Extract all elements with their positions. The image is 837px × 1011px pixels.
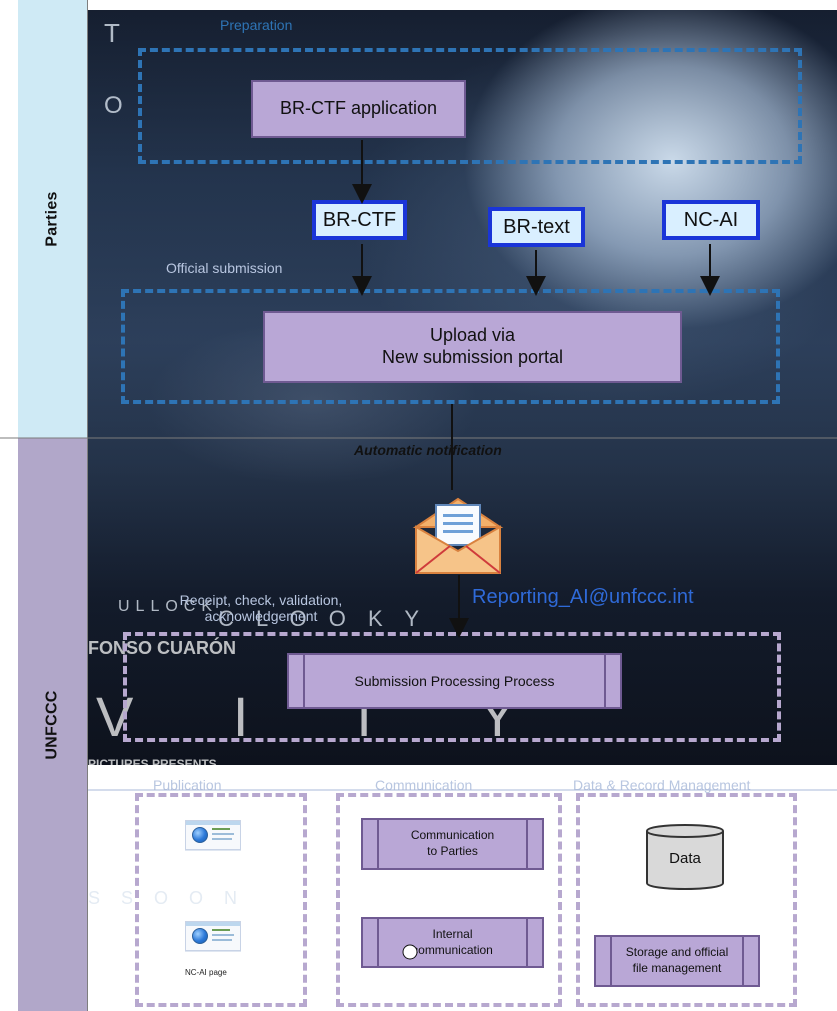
official-submission-region <box>121 289 780 404</box>
storage-box: Storage and official file management <box>594 935 760 987</box>
nc-ai-page-icon-bar <box>186 922 240 926</box>
envelope-icon <box>412 493 504 575</box>
communication-label: Communication <box>375 777 473 793</box>
lane-unfccc: UNFCCC <box>18 438 88 1011</box>
lane-unfccc-label: UNFCCC <box>43 689 61 760</box>
document-lines-icon <box>212 828 236 841</box>
nc-ai-label: NC-AI <box>683 209 739 231</box>
br-ctf-box: BR-CTF <box>312 200 407 240</box>
internal-communication-line-2: communication <box>412 942 493 957</box>
internal-communication-box: Internal communication <box>361 917 544 968</box>
storage-line-1: Storage and official <box>625 945 729 960</box>
data-label: Data <box>669 850 701 867</box>
globe-icon <box>192 827 208 843</box>
lane-parties: Parties <box>18 0 88 438</box>
data-cylinder: Data <box>645 820 725 894</box>
reporting-email-label: Reporting_AI@unfccc.int <box>472 586 694 608</box>
receipt-label: Receipt, check, validation, acknowledgem… <box>179 592 343 625</box>
br-page-label: BR page <box>196 868 228 877</box>
br-ctf-application-label: BR-CTF application <box>279 98 438 119</box>
nc-ai-page-icon <box>185 921 241 951</box>
data-record-region <box>576 793 797 1007</box>
nc-ai-page-label: NC-AI page <box>185 968 227 977</box>
publication-label: Publication <box>153 777 222 793</box>
data-record-label: Data & Record Management <box>573 777 751 793</box>
publication-region <box>135 793 307 1007</box>
internal-communication-line-1: Internal <box>432 926 473 941</box>
br-text-box: BR-text <box>488 207 585 247</box>
submission-processing-box: Submission Processing Process <box>287 653 622 709</box>
communication-to-parties-line-1: Communication <box>410 828 495 843</box>
br-text-label: BR-text <box>503 216 570 238</box>
upload-line-1: Upload via <box>429 325 516 346</box>
preparation-region <box>138 48 802 164</box>
upload-portal-box: Upload via New submission portal <box>263 311 682 383</box>
submission-processing-label: Submission Processing Process <box>354 672 555 689</box>
communication-region <box>336 793 562 1007</box>
data-cylinder-graphic <box>646 824 724 890</box>
br-page-icon <box>185 820 241 850</box>
upload-line-2: New submission portal <box>381 347 564 367</box>
communication-to-parties-line-2: to Parties <box>427 844 478 858</box>
preparation-label: Preparation <box>220 17 293 33</box>
automatic-notification-label: Automatic notification <box>354 442 502 458</box>
br-ctf-label: BR-CTF <box>322 209 397 231</box>
document-lines-icon <box>212 929 236 942</box>
br-ctf-application-box: BR-CTF application <box>251 80 466 138</box>
nc-ai-box: NC-AI <box>662 200 760 240</box>
communication-to-parties-box: Communication to Parties <box>361 818 544 870</box>
br-page-icon-bar <box>186 821 240 825</box>
official-submission-label: Official submission <box>166 260 283 276</box>
envelope-graphic <box>412 497 504 574</box>
lane-parties-label: Parties <box>43 191 61 247</box>
storage-line-2: file management <box>632 961 722 975</box>
globe-icon <box>192 928 208 944</box>
